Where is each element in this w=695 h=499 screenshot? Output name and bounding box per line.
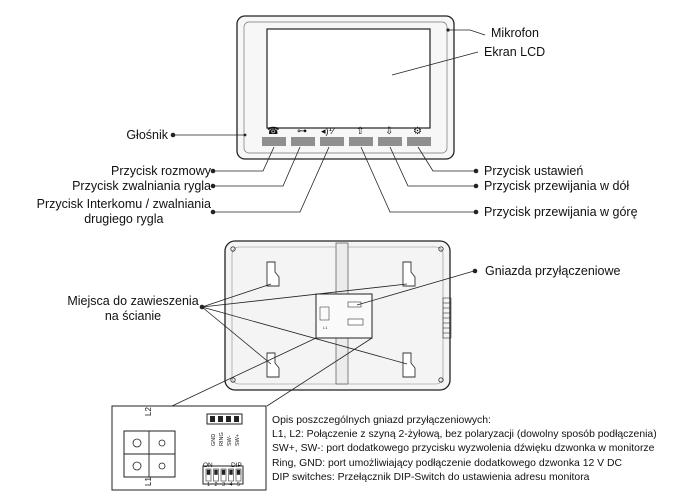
front-callout-dots bbox=[170, 132, 479, 215]
label-scroll-down-button: Przycisk przewijania w dół bbox=[484, 179, 630, 193]
label-talk-button: Przycisk rozmowy bbox=[110, 164, 211, 178]
gear-icon: ⚙ bbox=[413, 126, 422, 137]
back-callout-dots bbox=[199, 268, 478, 310]
dip-number-5: 5 bbox=[237, 482, 241, 488]
label-intercom-line2: drugiego rygla bbox=[84, 212, 164, 226]
button-strip bbox=[262, 137, 431, 146]
label-l1: L1 bbox=[144, 477, 153, 486]
connector-panel: L1 bbox=[315, 293, 373, 339]
connector-description: Opis poszczególnych gniazd przyłączeniow… bbox=[272, 414, 657, 485]
terminal-sw-plus: SW+ bbox=[235, 433, 241, 446]
label-mounting-line1: Miejsca do zawieszenia bbox=[67, 294, 199, 308]
monitor-back: L1 bbox=[224, 240, 452, 391]
svg-text:L1: L1 bbox=[323, 325, 328, 330]
label-connectors: Gniazda przyłączeniowe bbox=[485, 264, 621, 278]
label-lcd: Ekran LCD bbox=[484, 45, 546, 59]
terminal-labels: GND RING SW- SW+ bbox=[207, 426, 243, 446]
label-speaker: Głośnik bbox=[126, 128, 168, 142]
dip-on-label: ON bbox=[203, 462, 213, 469]
side-vents bbox=[442, 297, 452, 339]
description-line: DIP switches: Przełącznik DIP-Switch do … bbox=[272, 471, 590, 483]
front-callout-lines bbox=[173, 29, 486, 213]
dip-number-4: 4 bbox=[229, 482, 233, 488]
connector-detail bbox=[111, 405, 267, 491]
label-settings-button: Przycisk ustawień bbox=[484, 164, 584, 178]
intercom-icon: ◂)⅟ bbox=[321, 126, 334, 136]
dip-label: DIP bbox=[231, 462, 242, 469]
arrow-up-icon: ⇧ bbox=[356, 126, 365, 137]
label-microphone: Mikrofon bbox=[491, 26, 539, 40]
arrow-down-icon: ⇩ bbox=[385, 126, 394, 137]
label-unlock-button: Przycisk zwalniania rygla bbox=[72, 179, 211, 193]
label-intercom-button: Przycisk Interkomu / zwalniania drugiego… bbox=[37, 197, 211, 227]
handset-icon: ☎ bbox=[267, 126, 280, 137]
back-callout-lines bbox=[171, 270, 475, 407]
label-l2: L2 bbox=[144, 407, 153, 416]
description-line: SW+, SW-: port dodatkowego przycisku wyz… bbox=[272, 443, 655, 455]
dip-number-1: 1 bbox=[207, 482, 211, 488]
label-mounting: Miejsca do zawieszenia na ścianie bbox=[63, 294, 203, 324]
label-mounting-line2: na ścianie bbox=[104, 309, 162, 323]
dip-number-3: 3 bbox=[222, 482, 226, 488]
microphone-hole bbox=[446, 28, 450, 32]
label-scroll-up-button: Przycisk przewijania w górę bbox=[484, 205, 638, 219]
dip-number-2: 2 bbox=[214, 482, 218, 488]
description-line: Ring, GND: port umożliwiający podłączeni… bbox=[272, 457, 622, 469]
monitor-front bbox=[236, 15, 455, 160]
description-line: L1, L2: Połączenie z szyną 2-żyłową, bez… bbox=[272, 429, 657, 441]
label-intercom-line1: Przycisk Interkomu / zwalniania bbox=[36, 197, 211, 211]
key-icon: ⊶ bbox=[297, 126, 307, 137]
description-title: Opis poszczególnych gniazd przyłączeniow… bbox=[272, 415, 491, 426]
mounting-slots bbox=[266, 261, 416, 378]
lcd-screen bbox=[266, 28, 431, 129]
